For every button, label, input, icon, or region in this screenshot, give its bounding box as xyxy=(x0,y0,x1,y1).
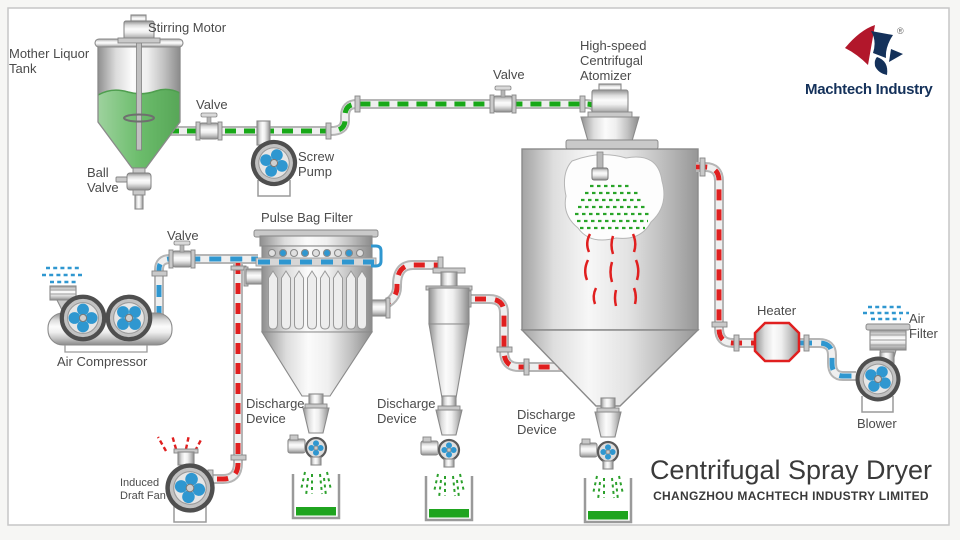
exhaust-flow-icon xyxy=(156,434,204,452)
pulse-nozzles xyxy=(267,248,365,258)
induced-draft-fan xyxy=(156,434,216,523)
line-valve-label: Valve xyxy=(493,67,525,82)
feed-valve-label: Valve xyxy=(196,97,228,112)
ball-valve xyxy=(115,167,152,210)
discharge-device-2-label: Discharge Device xyxy=(377,396,436,427)
air-filter-label: Air Filter xyxy=(909,311,938,342)
discharge-device-1-label: Discharge Device xyxy=(246,396,305,427)
screw-pump xyxy=(247,120,301,197)
registered-mark: ® xyxy=(897,26,904,36)
atomizer-label: High-speed Centrifugal Atomizer xyxy=(580,38,647,84)
air-compressor xyxy=(42,266,173,353)
pulse-bag-filter-label: Pulse Bag Filter xyxy=(261,210,353,225)
mother-liquor-tank xyxy=(94,14,184,210)
stirring-motor-label: Stirring Motor xyxy=(148,20,227,35)
mother-liquor-tank-label: Mother Liquor Tank xyxy=(9,46,90,77)
stirrer-shaft xyxy=(136,41,142,151)
filter-handle-icon xyxy=(371,244,383,268)
stirring-motor xyxy=(117,14,161,44)
induced-draft-fan-label: Induced Draft Fan xyxy=(120,477,166,502)
blower xyxy=(850,351,906,413)
blower-label: Blower xyxy=(857,416,897,431)
drying-chamber xyxy=(520,83,700,407)
atomizer-motor xyxy=(587,83,633,118)
brand-name: Machtech Industry xyxy=(805,81,933,98)
hot-air-swirl-icon xyxy=(584,233,640,307)
atomized-spray-icon xyxy=(575,184,650,230)
heater xyxy=(753,321,801,363)
air-valve-label: Valve xyxy=(167,228,199,243)
diagram-title: Centrifugal Spray Dryer xyxy=(649,455,933,485)
air-intake-flow-icon xyxy=(42,266,84,284)
air-intake-flow-icon xyxy=(863,305,909,321)
chamber-cutaway xyxy=(564,154,665,241)
screw-pump-label: Screw Pump xyxy=(298,149,335,180)
title-block: Centrifugal Spray Dryer CHANGZHOU MACHTE… xyxy=(640,455,942,503)
diagram-subtitle: CHANGZHOU MACHTECH INDUSTRY LIMITED xyxy=(653,488,929,503)
compressor-fan-left-icon xyxy=(62,297,104,339)
filter-bags xyxy=(268,270,367,330)
atomizer-head-icon xyxy=(591,151,609,181)
discharge-device-3-label: Discharge Device xyxy=(517,407,576,438)
brand-logo-icon: ® xyxy=(845,25,904,75)
pulse-bag-filter xyxy=(243,229,391,397)
exhaust-pipe xyxy=(207,263,247,489)
heater-label: Heater xyxy=(757,303,797,318)
cyclone-separator xyxy=(425,267,473,399)
air-compressor-label: Air Compressor xyxy=(57,354,148,369)
ball-valve-label: Ball Valve xyxy=(87,165,119,196)
